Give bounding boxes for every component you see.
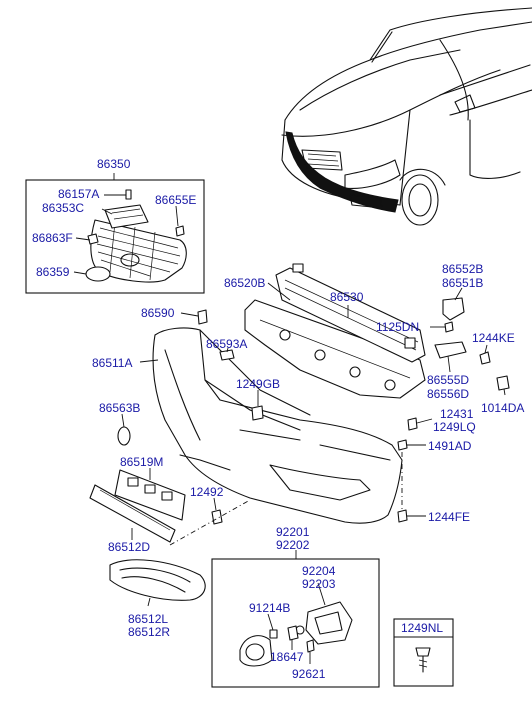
label-1249lq: 1249LQ bbox=[433, 420, 476, 434]
label-86552b: 86552B bbox=[442, 262, 483, 276]
screw-1244fe bbox=[397, 509, 408, 523]
label-1244ke: 1244KE bbox=[472, 331, 515, 345]
label-86551b: 86551B bbox=[442, 276, 483, 290]
label-86593a: 86593A bbox=[206, 337, 247, 351]
label-1014da: 1014DA bbox=[481, 401, 524, 415]
fog-lamp-group bbox=[211, 550, 380, 688]
label-86556d: 86556D bbox=[427, 387, 469, 401]
screw-1014da bbox=[496, 375, 510, 391]
lower-grille-group bbox=[89, 468, 251, 546]
label-86511a: 86511A bbox=[92, 356, 132, 370]
part-labels: 86350 86157A 86353C 86655E 86863F 86359 … bbox=[32, 157, 524, 681]
label-12431: 12431 bbox=[440, 407, 474, 421]
lower-grille-frame bbox=[89, 484, 176, 543]
upper-side-bracket bbox=[442, 297, 465, 321]
label-86590: 86590 bbox=[141, 306, 175, 320]
label-86157a: 86157A bbox=[58, 187, 99, 201]
label-92621: 92621 bbox=[292, 667, 326, 681]
clip-1491ad bbox=[397, 439, 408, 451]
label-92202: 92202 bbox=[276, 538, 310, 552]
screw-1249nl-box bbox=[393, 618, 454, 687]
label-86555d: 86555D bbox=[427, 373, 469, 387]
bolt-1125dn bbox=[444, 321, 454, 333]
grille-bracket bbox=[104, 204, 149, 229]
label-86520b: 86520B bbox=[224, 276, 265, 290]
label-91214b: 91214B bbox=[249, 601, 290, 615]
grille-screw bbox=[175, 225, 185, 237]
label-1244fe: 1244FE bbox=[428, 510, 470, 524]
label-1491ad: 1491AD bbox=[428, 439, 472, 453]
front-bumper-cover bbox=[152, 327, 403, 524]
fog-lamp-housing bbox=[305, 601, 353, 645]
label-92204: 92204 bbox=[302, 564, 336, 578]
car-illustration bbox=[281, 7, 532, 226]
bumper-beam bbox=[275, 267, 426, 363]
label-92203: 92203 bbox=[302, 577, 336, 591]
label-86512l: 86512L bbox=[128, 612, 168, 626]
label-1125dn: 1125DN bbox=[376, 320, 419, 334]
label-86519m: 86519M bbox=[120, 455, 163, 469]
lower-side-bracket bbox=[434, 341, 467, 359]
fog-lamp-bezel-group bbox=[109, 559, 206, 607]
label-86359: 86359 bbox=[36, 265, 70, 279]
screw-1249nl bbox=[415, 647, 431, 657]
radiator-grille bbox=[90, 219, 187, 283]
bulb-91214b bbox=[269, 629, 278, 639]
screw-12431 bbox=[407, 417, 418, 431]
grille-left-clip bbox=[87, 233, 99, 245]
label-92201: 92201 bbox=[276, 525, 310, 539]
side-brackets bbox=[430, 287, 510, 396]
grille-assembly-box bbox=[25, 179, 205, 294]
fog-lamp-lens bbox=[239, 635, 273, 667]
label-12492: 12492 bbox=[190, 485, 224, 499]
screw-92621 bbox=[306, 639, 315, 653]
bolt-1249gb bbox=[251, 405, 264, 421]
lower-grille-insert bbox=[114, 469, 186, 521]
screw-1249nl-group bbox=[393, 618, 454, 687]
label-86350: 86350 bbox=[97, 157, 131, 171]
label-86863f: 86863F bbox=[32, 231, 73, 245]
label-86563b: 86563B bbox=[99, 401, 140, 415]
bumper-absorber-group bbox=[244, 263, 426, 399]
part-86593a bbox=[219, 349, 235, 361]
label-1249gb: 1249GB bbox=[236, 377, 280, 391]
grille-clip bbox=[125, 189, 132, 200]
bumper-cover-group bbox=[117, 309, 433, 524]
label-86353c: 86353C bbox=[42, 201, 84, 215]
grille-assembly-group bbox=[25, 173, 205, 294]
screw-1244ke bbox=[479, 351, 491, 365]
label-86512r: 86512R bbox=[128, 625, 170, 639]
grille-emblem bbox=[85, 266, 111, 282]
screw-12492 bbox=[211, 509, 223, 525]
fog-lamp-box bbox=[211, 558, 380, 688]
label-86530: 86530 bbox=[330, 290, 364, 304]
clip-86590 bbox=[197, 309, 208, 325]
tow-hook-cap bbox=[117, 426, 131, 446]
label-1249nl: 1249NL bbox=[401, 621, 443, 635]
bulb-18647 bbox=[287, 625, 299, 641]
label-18647: 18647 bbox=[270, 650, 304, 664]
label-86512d: 86512D bbox=[108, 540, 150, 554]
label-86655e: 86655E bbox=[155, 193, 196, 207]
